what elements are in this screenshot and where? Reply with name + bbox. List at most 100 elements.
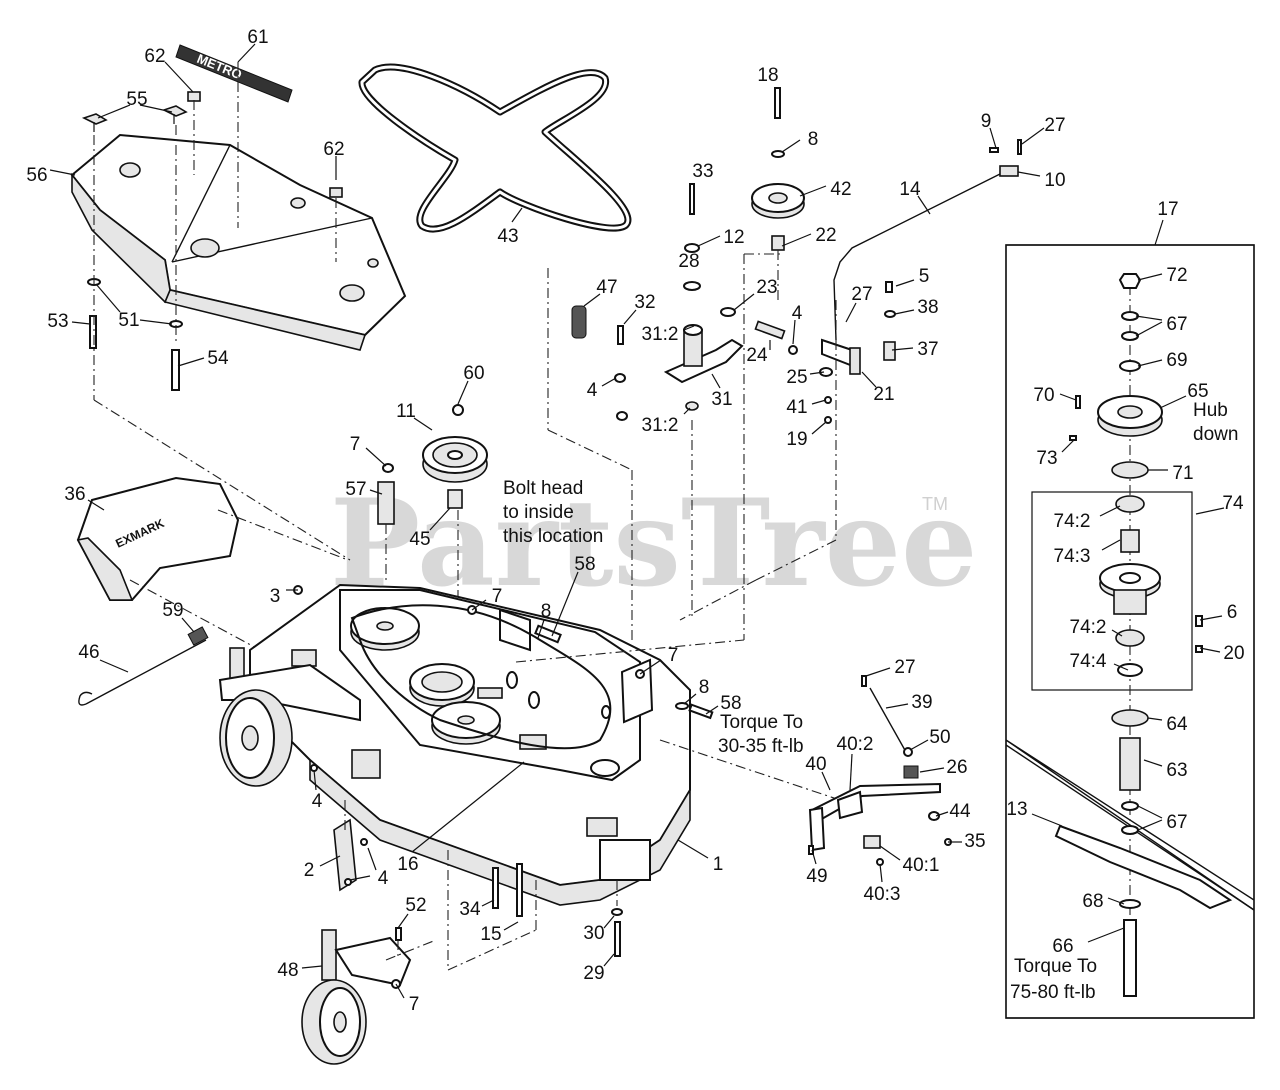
callout-leader [623,309,637,325]
bolt-6 [1195,615,1203,627]
rod-46 [85,639,207,705]
callout-c10: 10 [1044,170,1065,191]
callout-leader [919,767,945,773]
spacer-57 [377,481,395,525]
washer-8 [771,150,785,158]
callout-leader [879,863,883,883]
control-rod-14 [833,171,1005,341]
nut-4b [616,411,628,421]
bolt-32 [617,325,624,345]
callout-c38: 38 [917,297,938,318]
callout-c18: 18 [757,65,778,86]
callout-c27c: 27 [894,657,915,678]
callout-c48: 48 [277,960,298,981]
callout-leader [811,399,827,405]
callout-c742a: 74:2 [1054,511,1091,532]
callout-leader [849,753,853,791]
callout-c4d: 4 [378,868,389,889]
guide-line [515,639,745,663]
callout-c9: 9 [981,111,992,132]
callout-leader [894,309,915,315]
cotter-27c [861,675,867,687]
callout-leader [781,139,801,153]
callout-leader [1113,663,1129,671]
callout-leader [349,875,371,881]
callout-leader [1137,359,1163,367]
callout-c7a: 7 [350,434,361,455]
guide-line [547,429,633,471]
side-guard-36: EXMARK [76,476,240,601]
washer-12 [684,243,700,253]
callout-leader [989,127,997,149]
callout-c23: 23 [756,277,777,298]
callout-leader [1135,315,1163,321]
callout-leader [583,293,601,307]
callout-leader [1111,629,1123,637]
callout-leader [397,913,409,929]
callout-leader [365,447,387,467]
callout-c50: 50 [929,727,950,748]
shaft-63 [1119,737,1141,791]
callout-leader [395,983,405,999]
watermark-tm: TM [922,494,948,514]
callout-c742b: 74:2 [1070,617,1107,638]
bolt-54 [171,349,180,391]
callout-c743: 74:3 [1054,546,1091,567]
callout-leader [537,619,545,639]
callout-leader [1199,647,1221,653]
callout-c12: 12 [723,227,744,248]
callout-c5: 5 [919,266,930,287]
callout-leader [413,417,433,431]
callout-leader [861,371,877,388]
callout-leader [811,849,817,865]
washer-67d [1121,825,1139,835]
callout-leader [603,915,615,929]
callout-leader [503,921,519,931]
callout-c22: 22 [815,225,836,246]
callout-c36: 36 [64,484,85,505]
callout-c402: 40:2 [837,734,874,755]
idler-pulley-42 [751,183,805,219]
callout-leader [551,571,579,637]
callout-c64: 64 [1166,714,1188,735]
spacer-37 [883,341,896,361]
guide-line [679,579,757,621]
callout-c65: 65 [1187,381,1208,402]
callout-c52: 52 [405,895,426,916]
callout-c56: 56 [26,165,47,186]
callout-leader [792,319,796,345]
spring-59 [187,626,209,646]
callout-leader [1137,805,1163,819]
callout-c24: 24 [746,345,768,366]
callout-leader [99,659,129,673]
callout-c47: 47 [596,277,617,298]
spacer-24 [754,320,786,340]
bolt-34 [492,867,499,909]
spring-26 [903,765,919,779]
guide-line [217,509,349,561]
callout-leader [1017,171,1041,177]
callout-c44: 44 [949,801,971,822]
pin-9 [989,147,999,153]
bolt-66 [1123,919,1137,997]
housing-74 [1099,563,1161,615]
callout-leader [301,965,323,969]
callout-c43: 43 [497,226,518,247]
note-hub-down: Hub down [1193,400,1238,445]
nut-4a [614,373,626,383]
svg-text:75-80 ft-lb: 75-80 ft-lb [1010,982,1096,1003]
svg-text:Torque To: Torque To [720,712,803,733]
callout-c26: 26 [946,757,967,778]
callout-c17: 17 [1157,199,1178,220]
spindle-housing-box-74 [1031,491,1193,691]
callout-leader [885,703,909,709]
callout-c8c: 8 [699,677,710,698]
decal-62a [187,91,201,102]
callout-leader [683,693,697,705]
callout-leader [481,899,495,907]
callout-leader [799,185,827,197]
callout-leader [97,104,131,119]
callout-leader [1143,759,1163,767]
guide-line [447,929,537,971]
